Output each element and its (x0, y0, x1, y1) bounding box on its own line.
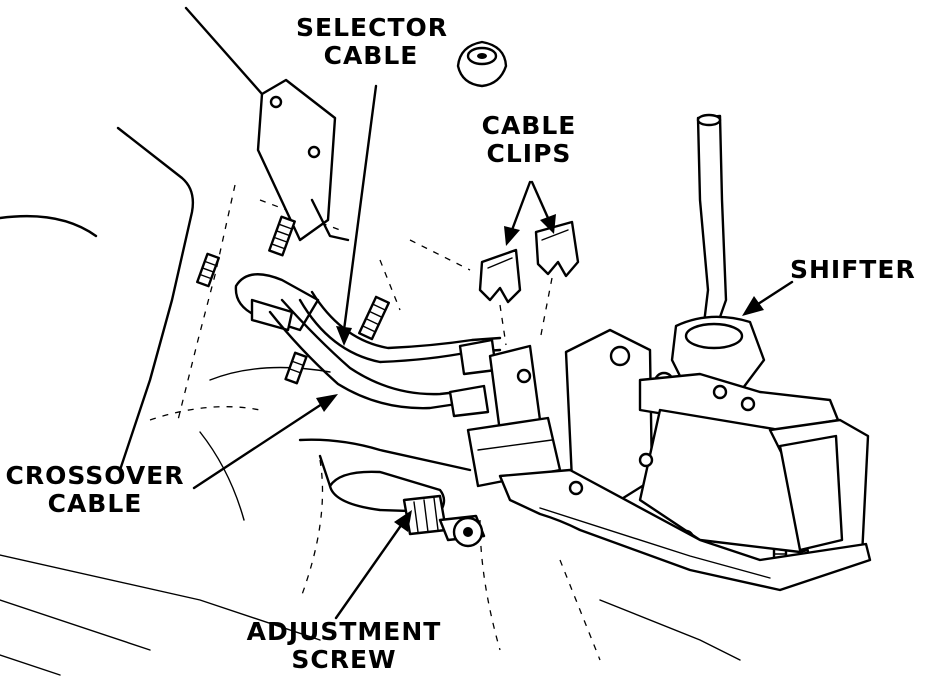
cables (234, 273, 502, 418)
cable-clips-leader-left (510, 180, 532, 232)
shifter-lever (696, 113, 728, 342)
crossover-cable-label-line2: CABLE (47, 489, 143, 518)
cable-clip-parts (478, 220, 580, 346)
grommet (456, 40, 508, 88)
shifter-leader (756, 280, 794, 306)
body-panel-lines (0, 126, 741, 676)
adjustment-screw-leader (334, 522, 404, 620)
adjustment-screw-assembly (298, 438, 486, 548)
adjustment-screw-label: ADJUSTMENT SCREW (244, 618, 444, 674)
mounting-bracket (184, 6, 350, 242)
crossover-cable-leader (192, 402, 324, 490)
cable-bracket (466, 344, 562, 488)
shifter-label: SHIFTER (790, 255, 916, 284)
crossover-cable-label: CROSSOVER CABLE (2, 462, 188, 518)
selector-cable-label: SELECTOR CABLE (296, 13, 448, 70)
leader-lines (192, 84, 794, 620)
crossover-cable-label-line1: CROSSOVER (5, 461, 185, 490)
cable-clips-label: CABLE CLIPS (474, 112, 584, 168)
selector-cable-label-line1: SELECTOR (296, 13, 448, 42)
shifter-housing (498, 315, 872, 592)
selector-cable-label-line2: CABLE (323, 41, 419, 70)
adjustment-screw-label-line1: ADJUSTMENT (246, 617, 442, 646)
selector-cable-leader (342, 84, 378, 332)
adjustment-screw-label-line2: SCREW (291, 645, 397, 674)
cable-clips-label-line1: CABLE (481, 111, 577, 140)
cable-clips-label-line2: CLIPS (486, 139, 572, 168)
cable-clips-leader-right (530, 180, 550, 220)
